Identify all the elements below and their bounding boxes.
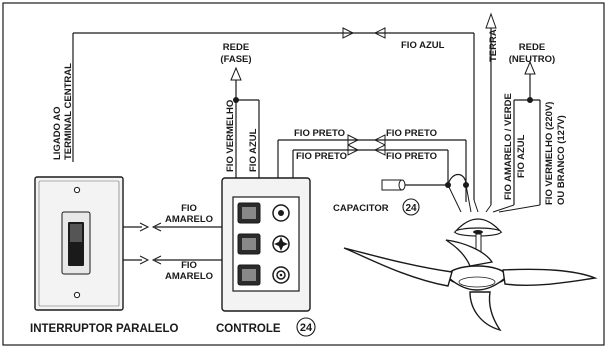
- screw-icon: [73, 186, 81, 194]
- label-amarelo-2: AMARELO: [165, 271, 213, 282]
- arrow-icon: [342, 27, 355, 39]
- wire-fio-azul-top: [72, 27, 475, 200]
- caption-controle: CONTROLE: [216, 323, 281, 335]
- capacitor-number-badge: 24: [402, 198, 420, 216]
- label-ou-branco-127: OU BRANCO (127V): [556, 115, 567, 205]
- label-fio-vermelho-left: FIO VERMELHO: [225, 100, 236, 172]
- label-fio-azul-left: FIO AZUL: [248, 128, 259, 172]
- capacitor: [381, 173, 469, 191]
- arrow-icon: [373, 134, 386, 146]
- arrow-up-icon: [524, 60, 536, 75]
- controle-number-badge: 24: [296, 317, 316, 337]
- wire-fio-preto-lower: [292, 144, 451, 188]
- label-terra: TERRA: [488, 29, 499, 62]
- wire-rede-fase: [230, 66, 260, 178]
- label-fio-1: FIO: [181, 203, 197, 214]
- control-plate: [221, 177, 311, 312]
- arrow-icon: [347, 134, 360, 146]
- label-amarelo-1: AMARELO: [165, 214, 213, 225]
- label-terminal-central: TERMINAL CENTRAL: [63, 63, 74, 160]
- label-rede-fase-1: REDE: [223, 42, 249, 53]
- screw-icon: [73, 291, 81, 299]
- label-fio-azul-right: FIO AZUL: [516, 134, 527, 178]
- label-rede-neutro-2: (NEUTRO): [509, 54, 555, 65]
- label-fio-vermelho-220: FIO VERMELHO (220V): [544, 102, 555, 205]
- label-fio-preto-1: FIO PRETO: [294, 128, 345, 139]
- arrow-icon: [373, 144, 386, 156]
- caption-interruptor: INTERRUPTOR PARALELO: [30, 323, 178, 335]
- label-fio-azul-top: FIO AZUL: [401, 40, 445, 51]
- ceiling-fan: [343, 184, 598, 332]
- wire-fio-preto-upper: [277, 134, 467, 202]
- arrow-icon: [347, 144, 360, 156]
- label-rede-fase-2: (FASE): [220, 54, 251, 65]
- wire-fio-amarelo-2: [123, 255, 222, 265]
- control-button-fan[interactable]: [237, 233, 290, 255]
- arrow-icon: [373, 27, 386, 39]
- control-button-speed[interactable]: [237, 264, 290, 286]
- controle-number: 24: [300, 322, 313, 334]
- label-fio-2: FIO: [181, 260, 197, 271]
- wire-rede-neutro: [513, 60, 541, 205]
- label-ligado-ao: LIGADO AO: [52, 107, 63, 160]
- label-fio-preto-4: FIO PRETO: [386, 151, 437, 162]
- wire-terra: [485, 12, 497, 205]
- switch-plate: [34, 176, 124, 311]
- arrow-up-icon: [230, 66, 242, 81]
- wire-fio-amarelo-1: [123, 222, 222, 232]
- label-fio-preto-2: FIO PRETO: [386, 128, 437, 139]
- control-button-light[interactable]: [237, 202, 290, 224]
- arrow-up-icon: [485, 12, 497, 29]
- label-rede-neutro-1: REDE: [519, 42, 545, 53]
- label-capacitor: CAPACITOR: [333, 203, 389, 214]
- label-fio-amarelo-verde: FIO AMARELO / VERDE: [503, 93, 514, 200]
- label-fio-preto-3: FIO PRETO: [296, 151, 347, 162]
- capacitor-number: 24: [405, 203, 417, 214]
